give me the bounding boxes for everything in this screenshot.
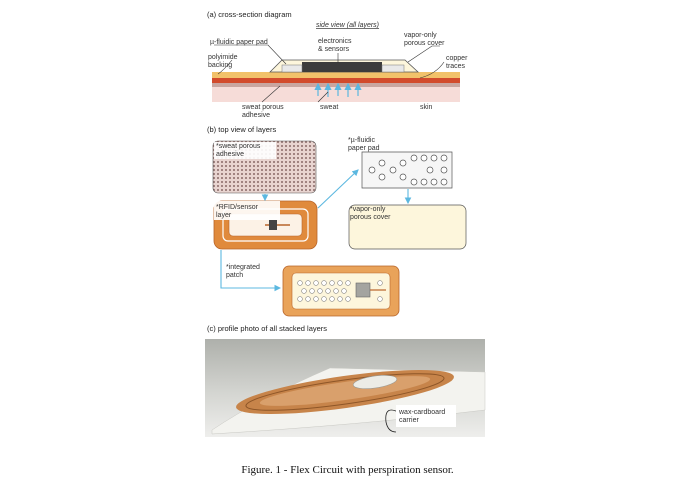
callout-lines-a <box>214 44 445 103</box>
photo-sensor-bump <box>352 375 398 389</box>
panel-a-title: (a) cross-section diagram <box>207 10 292 19</box>
photo-copper-coil-ring <box>245 373 445 411</box>
label-copper-2: traces <box>446 63 466 70</box>
electronics-block <box>302 62 382 72</box>
paper-pad-left <box>281 64 303 73</box>
label-c-carrier-2: carrier <box>399 417 420 424</box>
carrier-callout-line <box>385 409 401 433</box>
panel-c-title: (c) profile photo of all stacked layers <box>207 324 327 333</box>
carrier-label-bg <box>396 405 456 427</box>
paper-pad-holes <box>368 154 448 186</box>
adhesive-label-bg <box>214 142 276 159</box>
label-copper-1: copper <box>446 55 468 62</box>
sweat-arrows <box>314 82 362 97</box>
label-b-vapor-2: porous cover <box>350 214 391 221</box>
skin-layer <box>212 86 460 102</box>
arrow-rfid-to-paper <box>317 169 359 209</box>
label-b-patch-1: *integrated <box>226 264 260 271</box>
label-electronics-2: & sensors <box>318 46 350 53</box>
label-sweat: sweat <box>320 104 338 111</box>
rfid-sensor-chip <box>269 220 277 230</box>
panel-a-subtitle: side view (all layers) <box>316 22 379 29</box>
label-b-rfid-1: *RFID/sensor <box>216 204 259 211</box>
integrated-patch-holes <box>297 280 383 302</box>
vapor-cover-top-view <box>348 204 467 250</box>
label-b-adhesive-1: *sweat porous <box>216 143 261 150</box>
label-b-rfid-2: layer <box>216 212 232 219</box>
panel-c-profile-photo: (c) profile photo of all stacked layers … <box>205 324 486 437</box>
figure-caption: Figure. 1 - Flex Circuit with perspirati… <box>241 464 454 476</box>
integrated-patch-cover <box>291 272 391 310</box>
paper-pad-right <box>381 64 405 73</box>
label-adhesive-2: adhesive <box>242 112 270 119</box>
copper-trace-layer <box>212 77 460 83</box>
label-polyimide-1: polyimide <box>208 54 238 61</box>
panel-a-cross-section: (a) cross-section diagram side view (all… <box>207 10 468 119</box>
label-c-carrier-1: wax-cardboard <box>398 409 445 416</box>
integrated-patch-chip <box>355 282 371 298</box>
label-adhesive-1: sweat porous <box>242 104 284 111</box>
label-b-patch-2: patch <box>226 272 243 279</box>
flow-arrows <box>220 169 412 292</box>
label-paper-pad: µ-fluidic paper pad <box>210 39 268 46</box>
panel-b-title: (b) top view of layers <box>207 125 276 134</box>
label-b-adhesive-2: adhesive <box>216 151 244 158</box>
label-b-paper-2: paper pad <box>348 145 380 152</box>
arrow-to-patch <box>220 250 282 292</box>
polyimide-backing-layer <box>212 72 460 78</box>
label-electronics-1: electronics <box>318 38 352 45</box>
paper-pad-top-view <box>361 151 453 189</box>
label-vapor-cover-2: porous cover <box>404 40 445 47</box>
rfid-label-bg <box>214 201 280 220</box>
label-b-paper-1: *µ-fluidic <box>348 137 375 144</box>
label-vapor-cover-1: vapor-only <box>404 32 437 39</box>
label-b-vapor-1: *vapor-only <box>350 206 386 213</box>
label-polyimide-2: backing <box>208 62 232 69</box>
panel-b-top-view: (b) top view of layers *sweat porous adh… <box>207 125 467 317</box>
label-skin: skin <box>420 104 433 111</box>
